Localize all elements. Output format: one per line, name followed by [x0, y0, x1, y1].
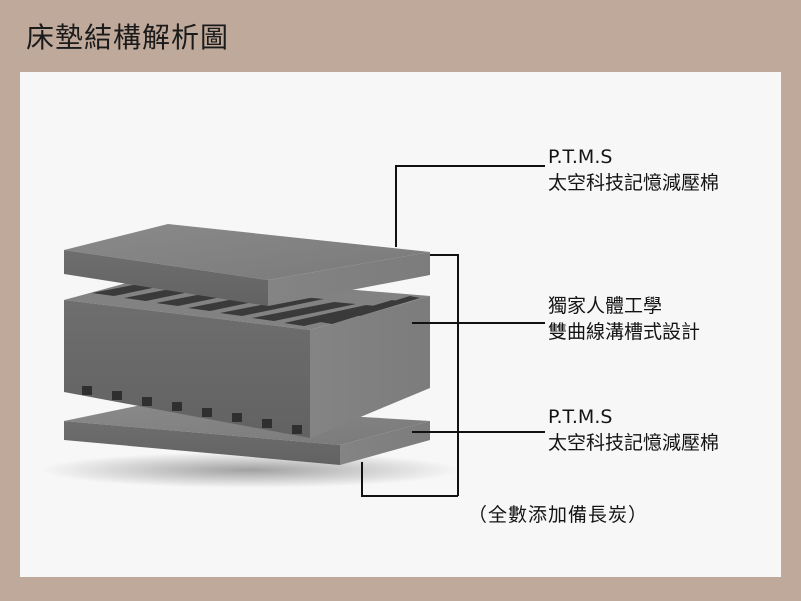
bottom-layer-label-line2: 太空科技記憶減壓棉 [548, 432, 720, 454]
bottom-layer-label: P.T.M.S 太空科技記憶減壓棉 [548, 404, 719, 456]
charcoal-bracket [430, 254, 459, 496]
top-layer-side-face [268, 252, 430, 306]
floor-shadow [40, 452, 460, 488]
middle-layer-label: 獨家人體工學 雙曲線溝槽式設計 [548, 293, 700, 345]
page-title: 床墊結構解析圖 [26, 21, 230, 54]
top-layer-label-line1: P.T.M.S [548, 146, 613, 168]
top-foam-layer [64, 224, 430, 306]
charcoal-bracket-bottom [361, 462, 458, 497]
leader-lines [361, 165, 545, 497]
middle-layer-label-line2: 雙曲線溝槽式設計 [548, 321, 701, 343]
top-layer-label: P.T.M.S 太空科技記憶減壓棉 [548, 144, 719, 196]
bottom-layer-label-line1: P.T.M.S [548, 406, 613, 428]
top-layer-front-face [64, 250, 268, 306]
bottom-layer-side-face [340, 421, 430, 465]
middle-layer-label-line1: 獨家人體工學 [548, 295, 663, 317]
bottom-layer-front-face [64, 421, 340, 465]
top-layer-label-line2: 太空科技記憶減壓棉 [548, 172, 720, 194]
middle-layer-front-face [64, 300, 310, 438]
middle-layer-side-face [310, 296, 430, 438]
top-layer-top-face [64, 224, 430, 280]
top-layer-leader [395, 165, 545, 247]
middle-layer-bottom-notches [82, 386, 302, 434]
charcoal-note: （全數添加備長炭） [468, 504, 649, 526]
